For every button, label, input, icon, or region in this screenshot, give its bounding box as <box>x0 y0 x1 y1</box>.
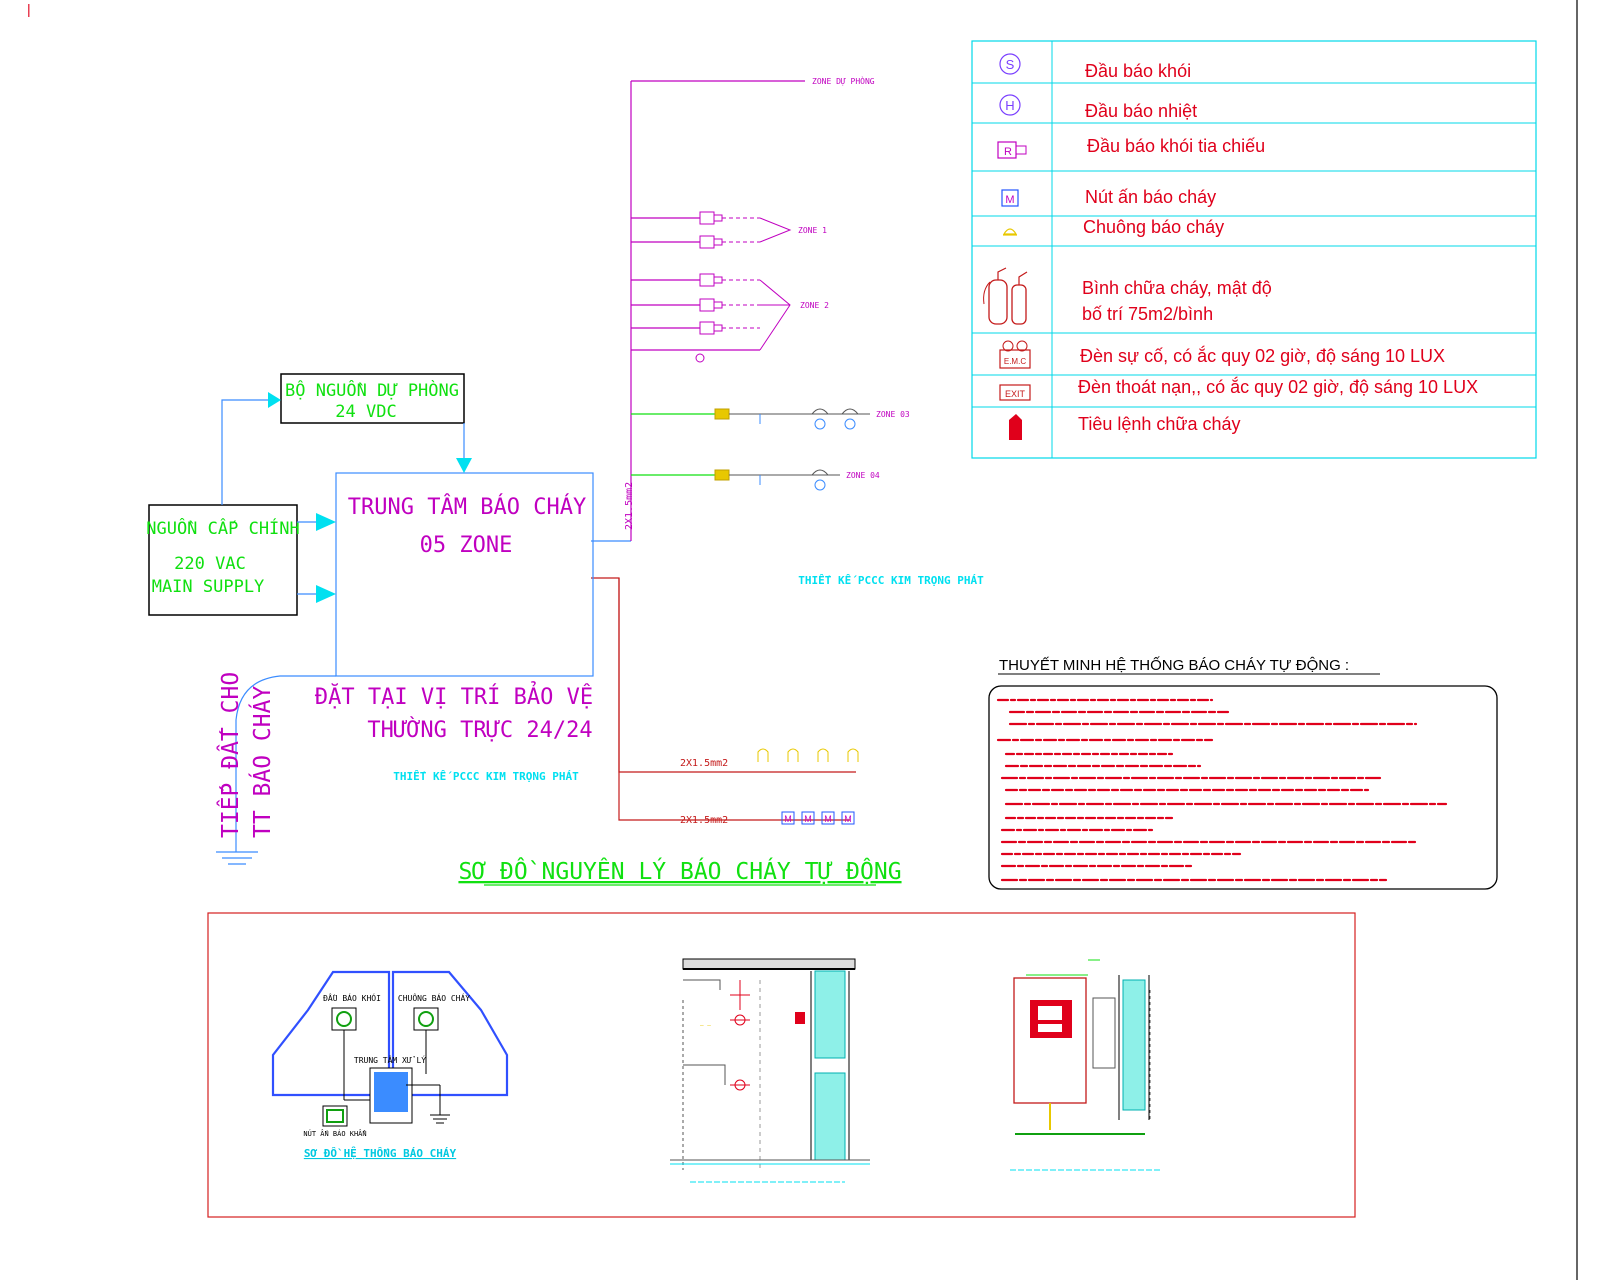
legend-frame <box>971 40 1537 459</box>
bell-devices <box>757 748 859 762</box>
bell-label: CHUÔNG BÁO CHÁY <box>398 992 470 1003</box>
backup-power-title: BỘ NGUỒN DỰ PHÒNG <box>285 379 459 401</box>
call-button-label: NÚT ẤN BÁO KHẨN <box>303 1129 366 1138</box>
legend-label: Tiêu lệnh chữa cháy <box>1078 414 1240 434</box>
location-line-2: THƯỜNG TRỰC 24/24 <box>367 717 592 743</box>
legend-label-line2: bố trí 75m2/bình <box>1082 304 1213 324</box>
ground-label-2: TT BÁO CHÁY <box>248 686 276 838</box>
svg-text:EXIT: EXIT <box>1005 389 1026 399</box>
riser-cable-label: 2X1.5mm2 <box>624 482 635 530</box>
legend-label: Đèn thoát nạn,, có ắc quy 02 giờ, độ sán… <box>1078 376 1478 397</box>
system-overview-detail: ĐẦU BÁO KHÓI CHUÔNG BÁO CHÁY TRUNG TÂM X… <box>271 970 509 1160</box>
beam-smoke-detector-icon: R <box>997 141 1027 159</box>
legend-label: Đầu báo khói tia chiếu <box>1087 136 1265 156</box>
notes-panel: THUYẾT MINH HỆ THỐNG BÁO CHÁY TỰ ĐỘNG : <box>988 656 1498 890</box>
notes-text-lines <box>996 698 1448 882</box>
backup-power-voltage: 24 VDC <box>335 402 396 422</box>
zone-1-label: ZONE 1 <box>798 226 827 235</box>
system-caption: SƠ ĐỒ HỆ THỐNG BÁO CHÁY <box>304 1146 457 1160</box>
panel-mount-detail <box>1010 959 1160 1171</box>
main-power-supply: MAIN SUPPLY <box>152 577 265 597</box>
call-cable-label: 2X1.5mm2 <box>680 815 728 826</box>
legend-label: Bình chữa cháy, mật độ <box>1082 278 1272 298</box>
legend-label: Chuông báo cháy <box>1083 217 1224 237</box>
location-line-1: ĐẶT TẠI VỊ TRÍ BẢO VỆ <box>315 681 593 710</box>
main-power-title: NGUỒN CẤP CHÍNH <box>146 517 300 539</box>
notes-title: THUYẾT MINH HỆ THỐNG BÁO CHÁY TỰ ĐỘNG : <box>999 656 1349 674</box>
svg-text:R: R <box>1004 146 1012 158</box>
svg-text:M: M <box>844 814 852 824</box>
svg-text:E.M.C: E.M.C <box>1004 357 1026 366</box>
emergency-light-icon: E.M.C <box>999 340 1031 369</box>
heat-detector-icon: H <box>999 94 1021 116</box>
power-and-panel: BỘ NGUỒN DỰ PHÒNG 24 VDC NGUỒN CẤP CHÍNH… <box>146 373 984 865</box>
watermark: THIẾT KẾ PCCC KIM TRỌNG PHÁT <box>798 574 984 587</box>
processing-center-label: TRUNG TÂM XỬ LÝ <box>354 1054 426 1065</box>
fire-panel-box <box>335 472 594 677</box>
legend-label: Đầu báo khói <box>1085 61 1191 81</box>
fire-panel-title: TRUNG TÂM BÁO CHÁY <box>348 494 586 520</box>
notes-box <box>988 685 1498 890</box>
svg-text:M: M <box>824 814 832 824</box>
exit-sign-icon: EXIT <box>999 384 1031 401</box>
ceiling-section-detail: — — <box>670 958 870 1183</box>
smoke-detector-icon: S <box>999 53 1021 75</box>
legend-label: Đèn sự cố, có ắc quy 02 giờ, độ sáng 10 … <box>1080 345 1445 366</box>
diagram-title: SƠ ĐỒ NGUYÊN LÝ BÁO CHÁY TỰ ĐỘNG <box>458 857 901 885</box>
zone-3-label: ZONE 03 <box>876 410 910 419</box>
legend-label: Đầu báo nhiệt <box>1085 101 1197 121</box>
fire-instruction-icon <box>1009 414 1022 440</box>
zone-spare-label: ZONE DỰ PHÒNG <box>812 75 875 86</box>
ground-label-1: TIẾP ĐẤT CHO <box>216 672 244 838</box>
smoke-detector-label: ĐẦU BÁO KHÓI <box>323 992 381 1003</box>
fire-bell-icon <box>1002 228 1018 236</box>
zone-4-label: ZONE 04 <box>846 471 880 480</box>
svg-text:M: M <box>804 814 812 824</box>
call-point-devices: M M M M <box>781 811 855 825</box>
legend-table: S H R M E.M.C <box>971 40 1537 459</box>
detail-frame <box>207 912 1356 1218</box>
zone-wiring: 2X1.5mm2 ZONE DỰ PHÒNG ZONE 1 ZONE 2 <box>591 75 910 826</box>
svg-text:M: M <box>1005 194 1014 206</box>
manual-call-point-icon: M <box>1001 189 1019 207</box>
svg-text:M: M <box>784 814 792 824</box>
page-marker: | <box>27 1 31 17</box>
zone-2-label: ZONE 2 <box>800 301 829 310</box>
fire-panel-zones: 05 ZONE <box>420 533 513 558</box>
svg-text:H: H <box>1005 98 1014 113</box>
main-power-box <box>148 504 298 616</box>
fire-extinguisher-icon <box>983 267 1028 325</box>
main-power-voltage: 220 VAC <box>174 554 246 574</box>
bell-cable-label: 2X1.5mm2 <box>680 758 728 769</box>
svg-text:S: S <box>1006 57 1015 72</box>
dimension-note: — — <box>700 1022 711 1029</box>
legend-label: Nút ấn báo cháy <box>1085 187 1216 207</box>
backup-power-box <box>280 373 465 424</box>
watermark: THIẾT KẾ PCCC KIM TRỌNG PHÁT <box>393 770 579 783</box>
